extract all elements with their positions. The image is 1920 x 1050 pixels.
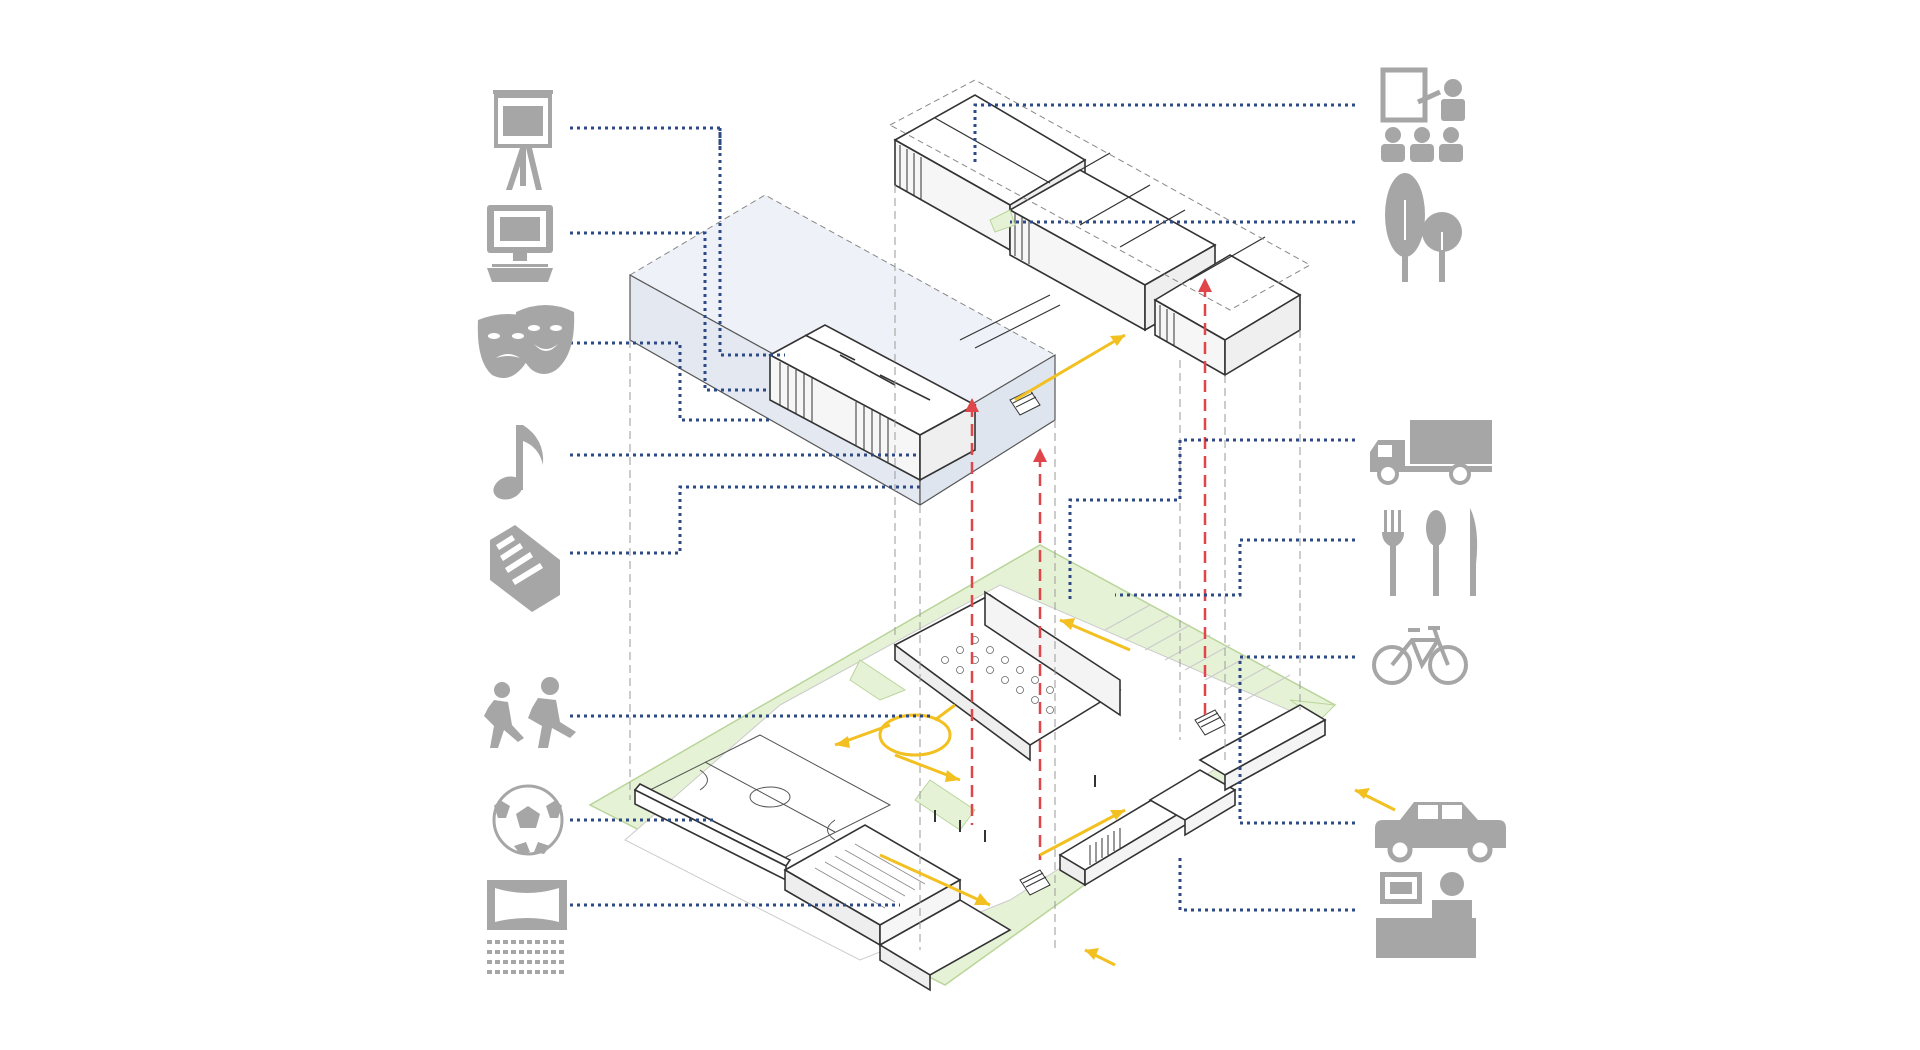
cutlery-icon: [1382, 508, 1478, 596]
music-note-icon: [493, 425, 544, 500]
running-children-icon: [484, 677, 576, 748]
auditorium-block: [783, 824, 962, 947]
stairs-upper: [1009, 389, 1041, 416]
theatre-masks-icon: [477, 305, 575, 378]
car-icon: [1375, 802, 1506, 863]
easel-board-icon: [493, 90, 553, 190]
vertical-link-arrowheads: [965, 278, 1212, 462]
stairs-ground: [1019, 709, 1226, 896]
leader-lines-right: [973, 103, 1355, 912]
trees-icon: [1385, 173, 1462, 282]
upper-level: [628, 79, 1312, 507]
books-icon: [490, 525, 560, 612]
bridge: [959, 294, 1051, 341]
classroom-teacher-icon: [1380, 67, 1465, 162]
upper-left-classrooms: [768, 324, 977, 482]
upper-wing-outline: [888, 79, 1312, 311]
right-icon-column: [1370, 67, 1506, 958]
auditorium-wall: [879, 943, 931, 992]
projection-guides: [629, 185, 1301, 950]
site-posts: [934, 775, 1096, 842]
ground-room-screens: [1089, 828, 1121, 865]
upper-right-screens: [899, 145, 1175, 346]
cinema-screen-icon: [487, 880, 567, 974]
bicycle-icon: [1372, 626, 1468, 685]
upper-right-dividers: [934, 117, 1266, 281]
computer-icon: [487, 205, 553, 282]
dining-tables: [941, 636, 1054, 714]
reception-desk-icon: [1376, 872, 1476, 958]
delivery-truck-icon: [1370, 420, 1492, 485]
upper-green-patch: [989, 209, 1016, 233]
leader-lines-left: [570, 126, 930, 907]
parking-stalls: [1104, 604, 1291, 701]
dining-hall-block: [893, 590, 1122, 762]
ground-classrooms: [1058, 704, 1327, 887]
bridge: [974, 304, 1061, 349]
left-icon-column: [477, 90, 576, 974]
ground-level: [588, 544, 1337, 992]
soccer-ball-icon: [492, 784, 564, 856]
vertical-circulation-links: [970, 285, 1207, 860]
circulation-arrowheads: [835, 335, 1370, 960]
lawn-patch: [849, 659, 907, 701]
